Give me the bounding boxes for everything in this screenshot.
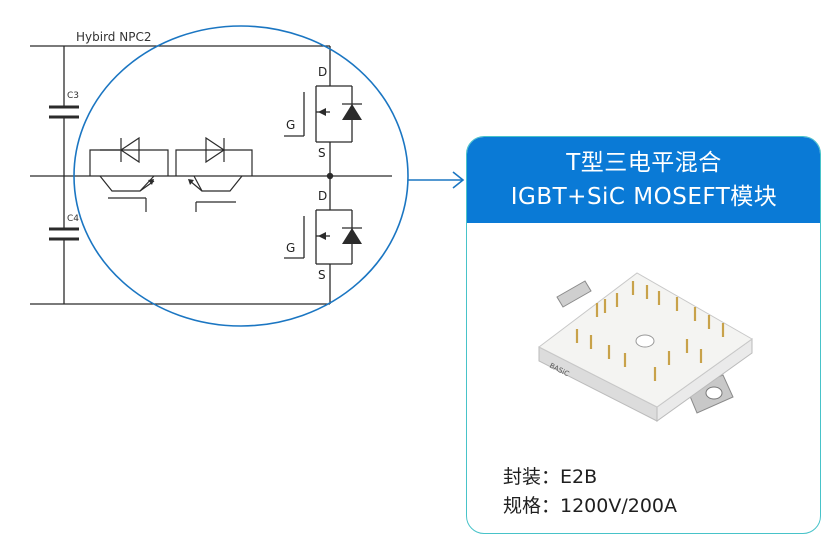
product-specs: 封装：E2B 规格：1200V/200A	[503, 463, 677, 521]
module-photo: BASiC	[538, 272, 753, 422]
top-source-label: S	[318, 146, 326, 160]
capacitor-c3-label: C3	[67, 91, 79, 101]
product-card: T型三电平混合 IGBT+SiC MOSEFT模块 BASiC 封装：E2B	[466, 136, 821, 534]
circuit-title: Hybird NPC2	[76, 30, 151, 44]
top-gate-label: G	[286, 118, 295, 132]
top-mosfet	[284, 46, 362, 176]
top-drain-label: D	[318, 65, 327, 79]
product-title-line1: T型三电平混合	[566, 149, 722, 176]
capacitor-c4	[49, 227, 79, 241]
bottom-source-label: S	[318, 268, 326, 282]
product-title: T型三电平混合 IGBT+SiC MOSEFT模块	[467, 137, 820, 223]
arrow-head-icon	[452, 171, 465, 189]
product-title-line2: IGBT+SiC MOSEFT模块	[510, 183, 778, 210]
bottom-drain-label: D	[318, 189, 327, 203]
rating-spec: 规格：1200V/200A	[503, 495, 678, 517]
igbt-pair	[89, 136, 253, 212]
circuit-schematic: Hybird NPC2 C3 C4	[30, 25, 465, 327]
bottom-gate-label: G	[286, 241, 295, 255]
callout-circle	[73, 25, 409, 327]
capacitor-c4-label: C4	[67, 214, 79, 224]
package-spec: 封装：E2B	[503, 466, 598, 488]
bottom-mosfet	[284, 176, 362, 304]
capacitor-c3	[49, 105, 79, 119]
